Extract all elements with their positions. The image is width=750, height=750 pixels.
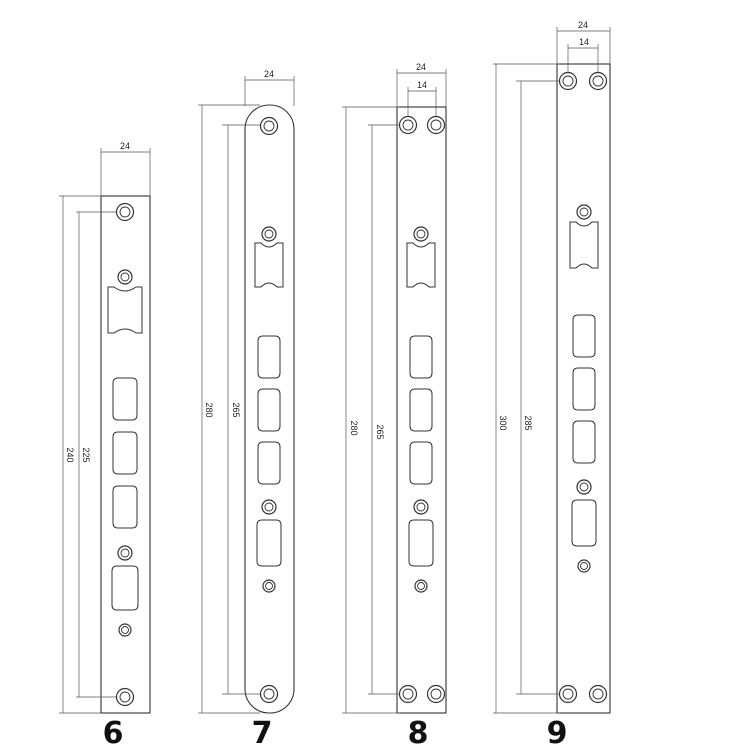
plate-8-model-number: 8 <box>408 716 429 750</box>
plate-6-slot-1 <box>112 377 138 421</box>
plate-7-slot-4 <box>256 519 282 567</box>
plate-9-slot-2 <box>572 367 596 411</box>
plate-9-mount-hole-bottom-right-inner <box>592 688 604 700</box>
plate-9-model-number: 9 <box>547 716 568 750</box>
plate-9-latch-opening <box>569 221 599 269</box>
plate-7-slot-1 <box>257 335 281 379</box>
plate-9-slot-4 <box>571 499 597 547</box>
plate-6-slot-4 <box>111 565 139 611</box>
plate-8-pitch-label: 14 <box>417 80 427 90</box>
plate-7-latch-opening <box>254 242 284 288</box>
plate-7-model-number: 7 <box>252 716 273 750</box>
plate-6-model-number: 6 <box>103 716 124 750</box>
plate-6-overall-label: 240 <box>65 447 75 462</box>
plate-9-mount-hole-bottom-left-inner <box>562 688 574 700</box>
plate-7-slot-2 <box>257 388 281 432</box>
plate-8-mount-hole-bottom-left-inner <box>402 688 414 700</box>
plate-9-slot-1 <box>572 314 596 358</box>
plate-7-slot-3 <box>257 441 281 485</box>
plate-7-screw-hole-lower-inner <box>265 582 273 590</box>
plate-6-slot-2 <box>112 431 138 475</box>
plate-8-slot-4 <box>408 519 434 567</box>
plate-6-screw-hole-middle-inner <box>120 548 130 558</box>
plate-8-slot-2 <box>409 388 433 432</box>
plate-7-width-label: 24 <box>264 69 274 79</box>
plate-6-mount-hole-top-inner <box>119 206 131 218</box>
plate-7-screw-hole-upper-inner <box>264 229 274 239</box>
strike-plate-8 <box>342 69 447 714</box>
plate-8-slot-3 <box>409 441 433 485</box>
plate-8-mount-hole-bottom-right-inner <box>430 688 442 700</box>
plate-7-overall-label: 280 <box>204 402 214 417</box>
plate-7-screw-hole-middle-inner <box>264 502 274 512</box>
strike-plate-9 <box>493 27 611 714</box>
plate-8-mount-hole-top-right-inner <box>430 119 442 131</box>
plate-9-slot-3 <box>572 420 596 464</box>
plate-7-mount-hole-bottom-inner <box>263 688 275 700</box>
plate-8-latch-opening <box>406 242 436 288</box>
plate-9-pitch-label: 14 <box>579 37 589 47</box>
plate-6-width-label: 24 <box>120 141 130 151</box>
plate-9-width-label: 24 <box>578 20 588 30</box>
plate-9-mount-hole-top-right-inner <box>592 75 604 87</box>
plate-8-screw-hole-lower-inner <box>417 582 425 590</box>
plate-8-slot-1 <box>409 335 433 379</box>
plate-7-mount-hole-top-inner <box>263 120 275 132</box>
plate-9-mount-hole-top-left-inner <box>562 75 574 87</box>
plate-9-screw-hole-lower-inner <box>580 562 588 570</box>
plate-6-mount-hole-bottom-inner <box>119 691 131 703</box>
plate-9-screw-hole-upper-inner <box>579 207 589 217</box>
plate-6-spacing-label: 225 <box>81 447 91 462</box>
plate-9-overall-label: 300 <box>498 415 508 430</box>
strike-plate-6 <box>59 148 151 714</box>
plate-8-spacing-label: 265 <box>375 424 385 439</box>
plate-7-spacing-label: 265 <box>231 402 241 417</box>
plate-8-screw-hole-middle-inner <box>416 502 426 512</box>
plate-8-mount-hole-top-left-inner <box>402 119 414 131</box>
plate-6-slot-3 <box>112 485 138 529</box>
plate-9-spacing-label: 285 <box>523 415 533 430</box>
strike-plate-7 <box>198 76 295 714</box>
plate-6-screw-hole-upper-inner <box>120 272 130 282</box>
plate-8-overall-label: 280 <box>349 420 359 435</box>
plate-8-screw-hole-upper-inner <box>416 229 426 239</box>
plate-8-width-label: 24 <box>416 62 426 72</box>
plate-6-screw-hole-lower-inner <box>121 626 129 634</box>
plate-6-latch-opening <box>107 286 143 334</box>
plate-9-screw-hole-middle-inner <box>579 482 589 492</box>
